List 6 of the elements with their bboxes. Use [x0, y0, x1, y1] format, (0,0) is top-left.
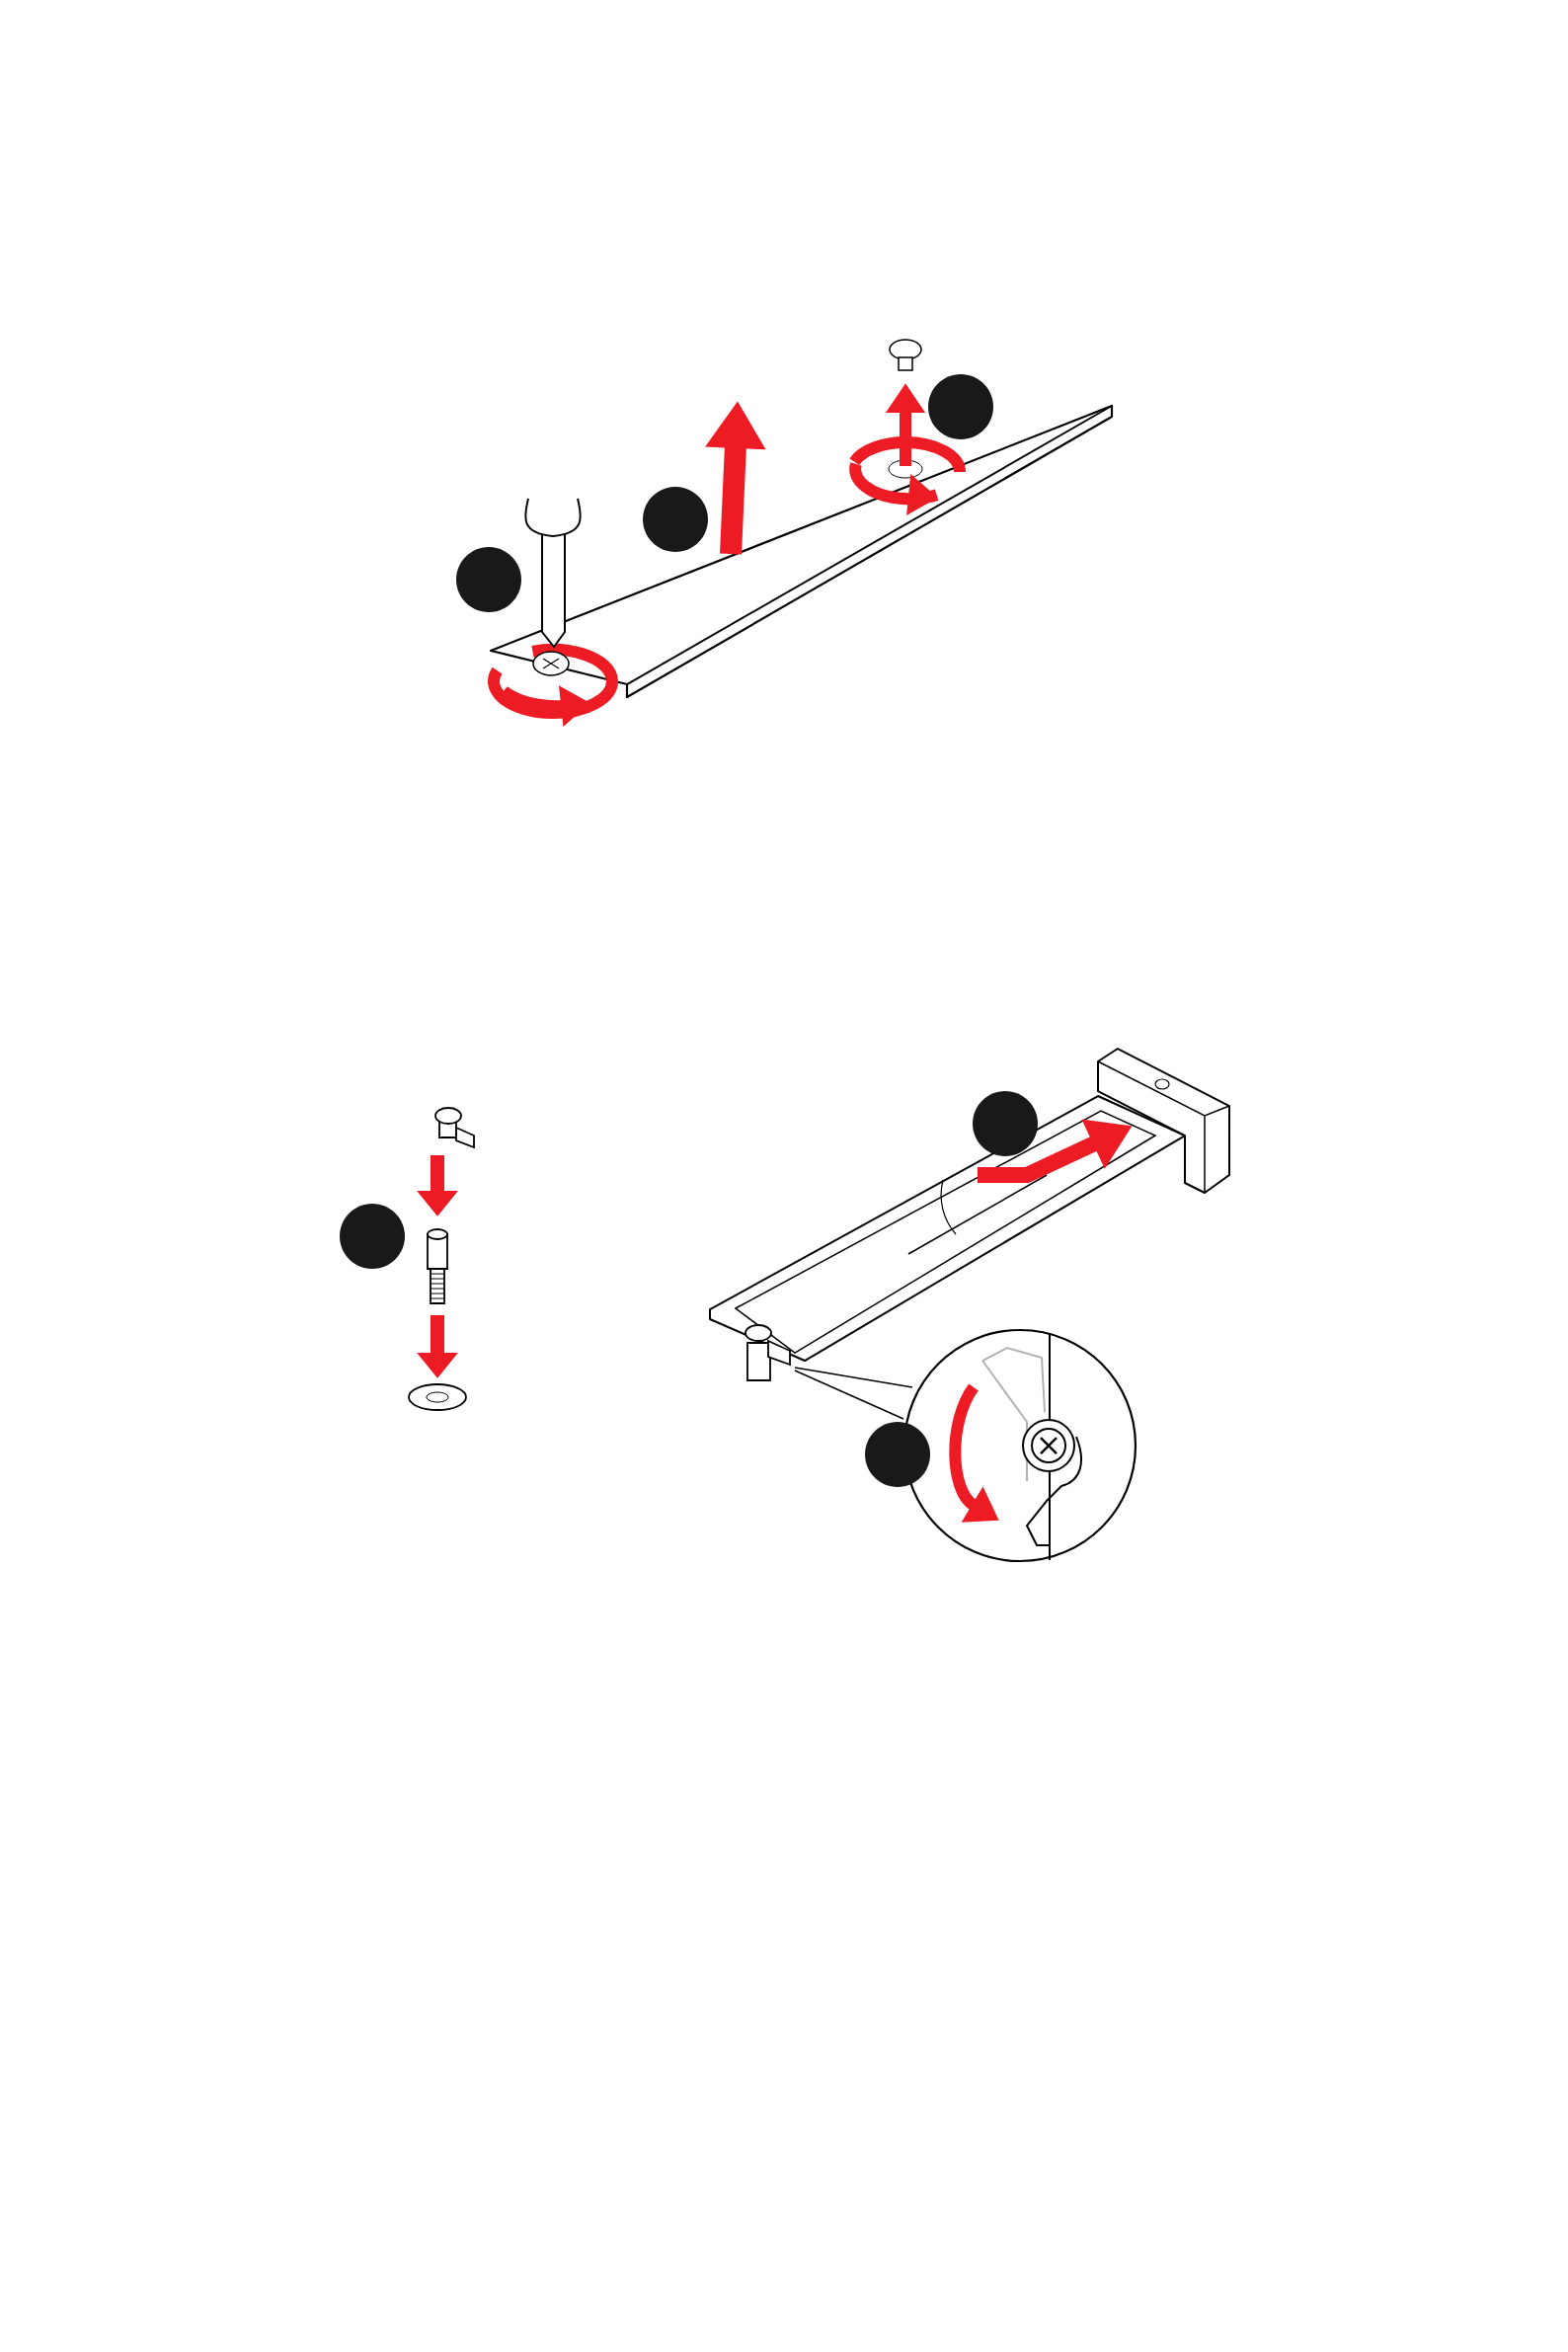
callout-circle: [340, 1204, 405, 1269]
callout-circle: [865, 1422, 930, 1487]
callout-circle: [928, 374, 993, 439]
callout-circle: [973, 1091, 1038, 1156]
callout-circle: [643, 487, 708, 552]
callout-circle: [456, 547, 521, 612]
